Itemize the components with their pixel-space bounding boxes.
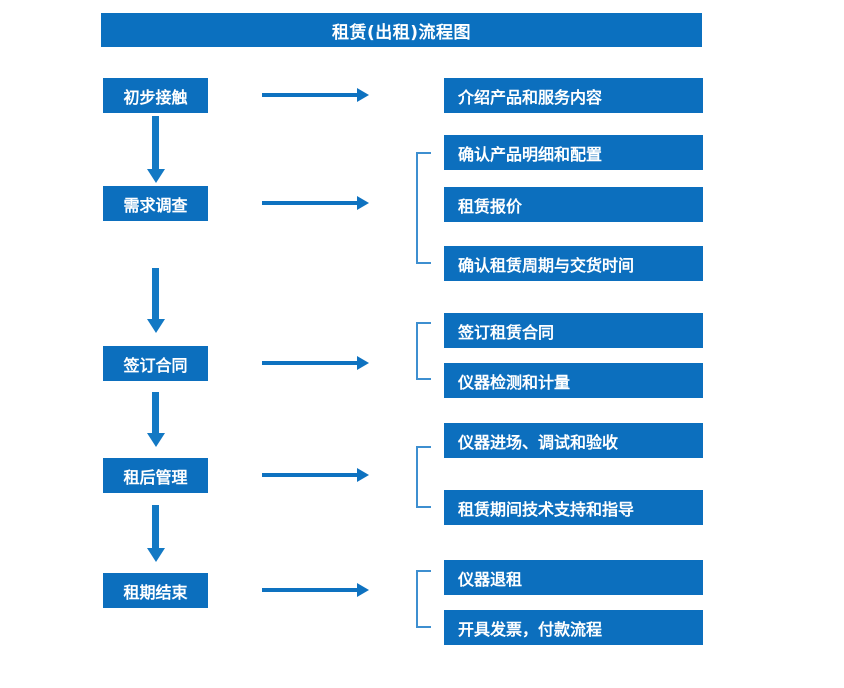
detail-box-4-1[interactable]: 仪器进场、调试和验收 xyxy=(444,423,703,458)
arrow-right-4 xyxy=(262,473,358,477)
group-bracket-2 xyxy=(416,152,431,264)
detail-box-2-3[interactable]: 确认租赁周期与交货时间 xyxy=(444,246,703,281)
detail-box-2-1[interactable]: 确认产品明细和配置 xyxy=(444,135,703,170)
arrow-down-1 xyxy=(152,116,159,170)
stage-box-3[interactable]: 签订合同 xyxy=(103,346,208,381)
arrow-right-3 xyxy=(262,361,358,365)
arrow-down-3 xyxy=(152,392,159,434)
group-bracket-5 xyxy=(416,570,431,628)
stage-box-5[interactable]: 租期结束 xyxy=(103,573,208,608)
arrow-down-2 xyxy=(152,268,159,320)
arrow-right-5 xyxy=(262,588,358,592)
detail-box-4-2[interactable]: 租赁期间技术支持和指导 xyxy=(444,490,703,525)
detail-box-5-1[interactable]: 仪器退租 xyxy=(444,560,703,595)
arrow-right-1 xyxy=(262,93,358,97)
detail-box-1-1[interactable]: 介绍产品和服务内容 xyxy=(444,78,703,113)
stage-box-4[interactable]: 租后管理 xyxy=(103,458,208,493)
detail-box-3-2[interactable]: 仪器检测和计量 xyxy=(444,363,703,398)
page-title: 租赁(出租)流程图 xyxy=(101,13,702,47)
group-bracket-3 xyxy=(416,322,431,380)
arrow-down-4 xyxy=(152,505,159,549)
group-bracket-4 xyxy=(416,446,431,508)
stage-box-2[interactable]: 需求调查 xyxy=(103,186,208,221)
detail-box-3-1[interactable]: 签订租赁合同 xyxy=(444,313,703,348)
stage-box-1[interactable]: 初步接触 xyxy=(103,78,208,113)
detail-box-2-2[interactable]: 租赁报价 xyxy=(444,187,703,222)
arrow-right-2 xyxy=(262,201,358,205)
detail-box-5-2[interactable]: 开具发票，付款流程 xyxy=(444,610,703,645)
